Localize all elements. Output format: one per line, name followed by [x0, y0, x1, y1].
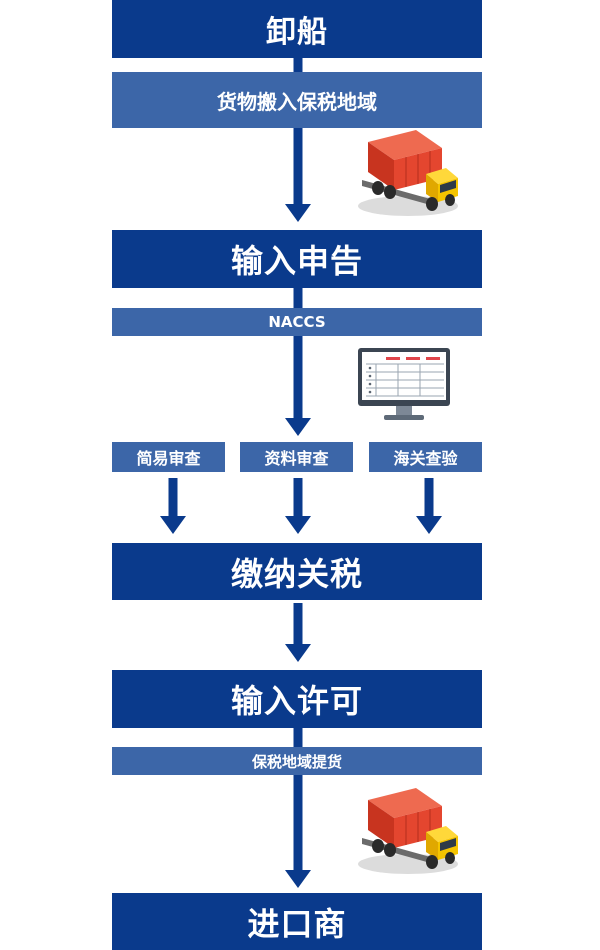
- step-bonded-pickup-label: 保税地域提货: [251, 752, 342, 771]
- step-naccs: NACCS: [112, 308, 482, 336]
- step-importer: 进口商: [112, 893, 482, 950]
- arrow-head-down: [160, 516, 186, 534]
- arrow-head-down: [285, 644, 311, 662]
- step-customs-inspection: 海关查验: [369, 442, 482, 472]
- step-import-permit: 输入许可: [112, 670, 482, 728]
- step-naccs-label: NACCS: [268, 313, 326, 331]
- arrow-head-down: [285, 418, 311, 436]
- step-import-permit-label: 输入许可: [230, 682, 363, 720]
- step-simple-review: 简易审查: [112, 442, 225, 472]
- step-importer-label: 进口商: [247, 904, 347, 943]
- arrow-head-down: [285, 516, 311, 534]
- truck-icon: [358, 130, 458, 216]
- step-simple-review-label: 简易审查: [136, 449, 201, 468]
- step-import-declaration-label: 输入申告: [230, 242, 363, 280]
- arrow-head-down: [285, 870, 311, 888]
- monitor-icon: [358, 348, 450, 420]
- step-unload-label: 卸船: [266, 15, 328, 50]
- step-document-review: 资料审查: [240, 442, 353, 472]
- step-customs-inspection-label: 海关查验: [393, 449, 458, 468]
- step-pay-tariff-label: 缴纳关税: [230, 554, 363, 593]
- step-bonded-pickup: 保税地域提货: [112, 747, 482, 775]
- step-unload: 卸船: [112, 0, 482, 58]
- arrow-head-down: [416, 516, 442, 534]
- truck-icon: [358, 788, 458, 874]
- step-import-declaration: 输入申告: [112, 230, 482, 288]
- step-cargo-into-bonded-area: 货物搬入保税地域: [112, 72, 482, 128]
- arrow-head-down: [285, 204, 311, 222]
- step-cargo-into-bonded-area-label: 货物搬入保税地域: [217, 89, 377, 114]
- step-pay-tariff: 缴纳关税: [112, 543, 482, 600]
- step-document-review-label: 资料审查: [264, 449, 329, 468]
